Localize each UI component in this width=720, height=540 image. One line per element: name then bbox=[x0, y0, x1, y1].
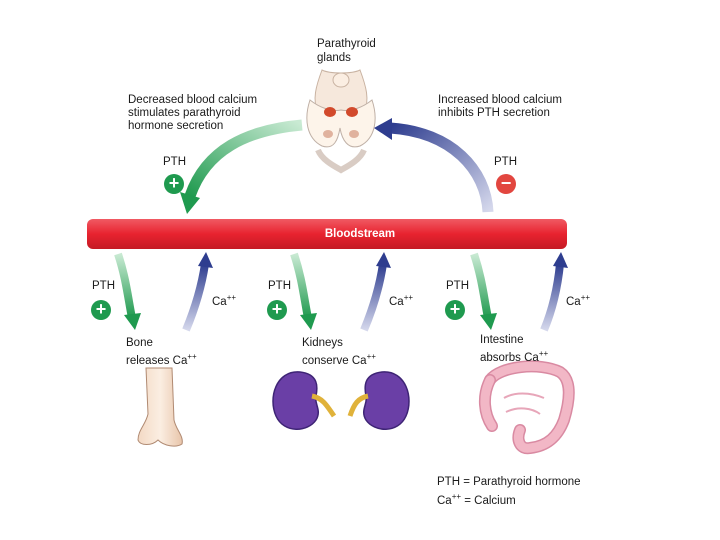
ca-intestine-label: Ca++ bbox=[566, 293, 591, 308]
legend-ca-value: = Calcium bbox=[464, 495, 516, 507]
bloodstream-label: Bloodstream bbox=[324, 228, 396, 240]
legend-pth-key: PTH bbox=[437, 476, 460, 488]
decrease-label-line1: Decreased blood calcium bbox=[128, 94, 258, 106]
parathyroid-gland-illustration bbox=[306, 69, 376, 174]
kidney-ca-arrowhead bbox=[376, 252, 391, 268]
glands-label-line1: Parathyroid bbox=[317, 38, 376, 50]
kidneys-illustration bbox=[272, 371, 410, 430]
kidneys-label-line1: Kidneys bbox=[302, 337, 343, 349]
legend-pth-row: PTH = Parathyroid hormone bbox=[437, 476, 581, 489]
pth-bone-label: PTH bbox=[92, 280, 115, 292]
intestine-illustration bbox=[479, 360, 575, 455]
bone-ca-arrow bbox=[182, 263, 209, 332]
intestine-pth-arrowhead bbox=[480, 313, 497, 330]
ca-kidney-label: Ca++ bbox=[389, 293, 414, 308]
pth-release-arrowhead bbox=[180, 192, 200, 214]
plus-badge-kidney: + bbox=[267, 300, 287, 320]
minus-badge-top-right: − bbox=[496, 174, 516, 194]
bone-label-line1: Bone bbox=[126, 337, 153, 349]
pth-release-arrow bbox=[184, 119, 303, 198]
intestine-label-line1: Intestine bbox=[480, 334, 524, 346]
bone-pth-arrowhead bbox=[124, 313, 141, 330]
pth-kidney-label: PTH bbox=[268, 280, 291, 292]
bone-label-line2: releases Ca++ bbox=[126, 352, 197, 367]
decrease-label-line3: hormone secretion bbox=[128, 120, 224, 132]
calcium-feedback-arrow bbox=[389, 122, 494, 213]
kidney-ca-arrow bbox=[360, 263, 387, 332]
kidneys-label-line2: conserve Ca++ bbox=[302, 352, 376, 367]
plus-badge-bone: + bbox=[91, 300, 111, 320]
kidney-pth-arrow bbox=[290, 252, 312, 319]
plus-badge-intestine: + bbox=[445, 300, 465, 320]
intestine-ca-arrow bbox=[540, 263, 564, 332]
increase-label-line2: inhibits PTH secretion bbox=[438, 107, 550, 119]
intestine-pth-arrow bbox=[470, 252, 492, 319]
bloodstream-bar bbox=[87, 219, 567, 249]
decrease-label-line2: stimulates parathyroid bbox=[128, 107, 241, 119]
bone-illustration bbox=[137, 367, 183, 447]
glands-label-line2: glands bbox=[317, 52, 351, 64]
pth-top-right-label: PTH bbox=[494, 156, 517, 168]
calcium-feedback-arrowhead bbox=[374, 118, 392, 140]
legend-ca-row: Ca++ = Calcium bbox=[437, 490, 516, 508]
intestine-ca-arrowhead bbox=[553, 252, 568, 268]
plus-badge-top-left: + bbox=[164, 174, 184, 194]
kidney-pth-arrowhead bbox=[300, 313, 317, 330]
legend-pth-value: = Parathyroid hormone bbox=[463, 476, 581, 488]
intestine-label-line2: absorbs Ca++ bbox=[480, 349, 549, 364]
increase-label-line1: Increased blood calcium bbox=[438, 94, 563, 106]
bone-ca-arrowhead bbox=[198, 252, 213, 268]
pth-top-left-label: PTH bbox=[163, 156, 186, 168]
bone-pth-arrow bbox=[114, 252, 136, 319]
legend-ca-key: Ca++ bbox=[437, 492, 462, 507]
ca-bone-label: Ca++ bbox=[212, 293, 237, 308]
pth-intestine-label: PTH bbox=[446, 280, 469, 292]
